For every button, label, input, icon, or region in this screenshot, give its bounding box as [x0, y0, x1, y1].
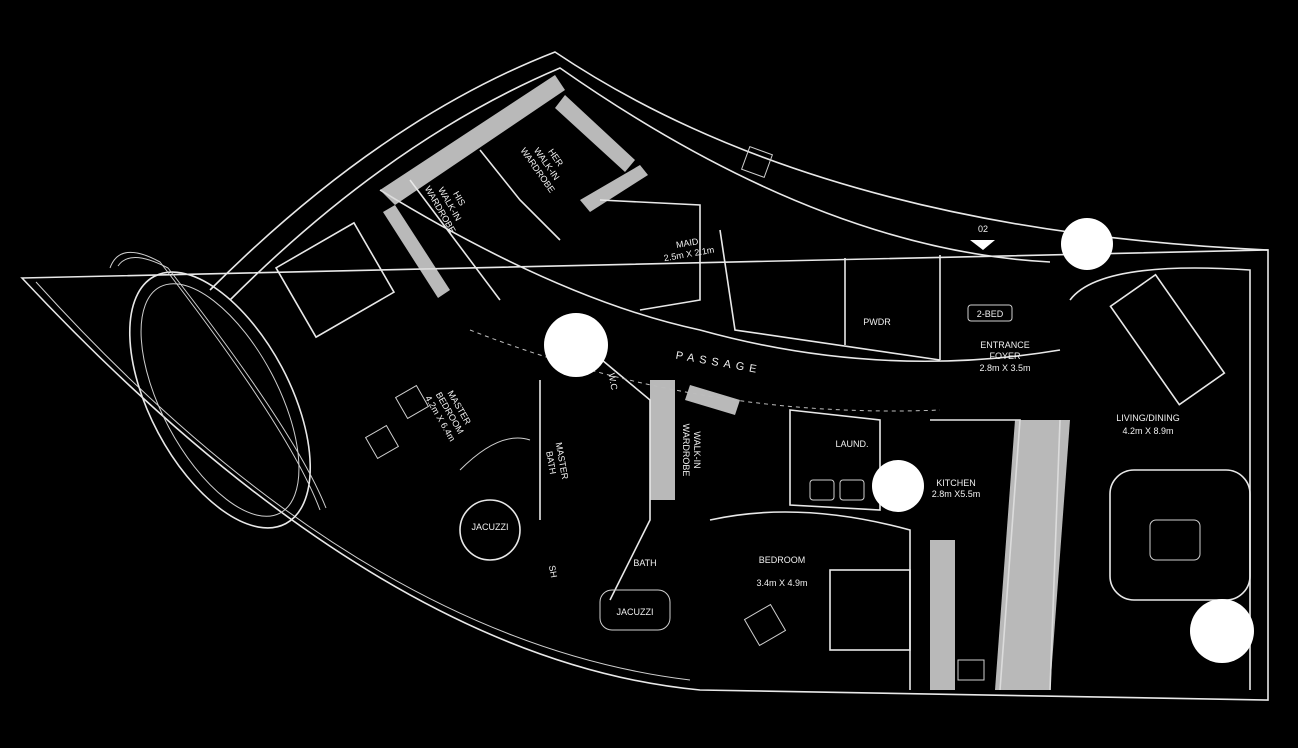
column-dots	[544, 218, 1254, 663]
label-walkin-line1: WALK-IN	[692, 431, 702, 468]
label-living-line1: LIVING/DINING	[1116, 413, 1180, 423]
label-masterbath-line2: BATH	[544, 450, 558, 475]
bedroom-bed	[829, 569, 911, 651]
furniture	[274, 145, 1251, 681]
label-jacuzzi-master: JACUZZI	[472, 522, 509, 532]
label-passage: PASSAGE	[675, 350, 763, 377]
label-bedroom-line2: 3.4m X 4.9m	[756, 578, 807, 588]
outer-walls	[20, 51, 1269, 701]
pool	[109, 251, 327, 529]
marker-02-label: 02	[978, 224, 988, 234]
master-bed	[274, 221, 396, 339]
kitchen-counter	[930, 420, 1070, 690]
master-jacuzzi	[459, 499, 521, 561]
label-bath: BATH	[633, 558, 656, 568]
wardrobe-hatching	[380, 75, 740, 500]
label-maid-line1: MAID	[675, 236, 699, 250]
label-living-line2: 4.2m X 8.9m	[1122, 426, 1173, 436]
label-entrance-line2: FOYER	[989, 351, 1021, 361]
label-jacuzzi-bath: JACUZZI	[617, 607, 654, 617]
passage-arc	[469, 329, 941, 412]
label-kitchen-line2: 2.8m X5.5m	[932, 489, 981, 499]
label-kitchen-line1: KITCHEN	[936, 478, 976, 488]
label-walkin-line2: WARDROBE	[681, 424, 691, 477]
label-entrance-line1: ENTRANCE	[980, 340, 1030, 350]
tag-2bed-label: 2-BED	[977, 309, 1004, 319]
tag-2bed-box	[967, 304, 1013, 322]
marker-02-arrow	[970, 240, 995, 250]
living-sofa	[1109, 469, 1251, 601]
dining-table	[1109, 273, 1226, 406]
bath-jacuzzi	[599, 589, 671, 631]
label-laund: LAUND.	[835, 439, 868, 449]
label-bedroom-line1: BEDROOM	[759, 555, 806, 565]
label-sh: SH	[547, 564, 559, 578]
label-pwdr: PWDR	[863, 317, 891, 327]
label-wc: W.C	[607, 372, 620, 391]
label-entrance-line3: 2.8m X 3.5m	[979, 363, 1030, 373]
